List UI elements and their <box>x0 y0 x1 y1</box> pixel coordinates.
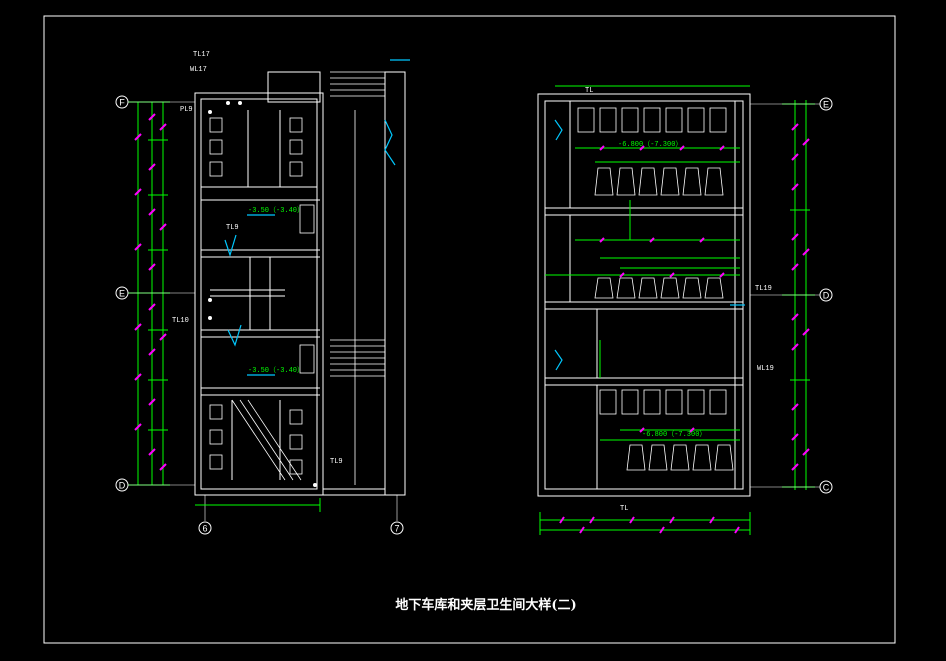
right-magenta-ticks <box>599 145 725 433</box>
left-bottom-dimension <box>195 498 321 512</box>
svg-text:7: 7 <box>394 524 399 534</box>
right-cyan-accents <box>554 119 745 371</box>
pipe-label-tl-bottom: TL <box>620 505 628 513</box>
left-grid-axes <box>128 101 398 521</box>
pipe-label-tl9-upper: TL9 <box>226 224 239 232</box>
svg-text:D: D <box>823 291 830 301</box>
drawing-frame <box>43 15 896 644</box>
left-stair-diagonals <box>231 399 302 481</box>
left-plan: F E D 6 7 <box>115 51 410 535</box>
left-outer-walls <box>194 71 406 496</box>
svg-text:C: C <box>823 483 830 493</box>
right-bottom-ticks <box>559 516 740 534</box>
left-stair-treads <box>330 71 406 485</box>
right-stall-row-3 <box>594 277 724 299</box>
pipe-label-tl-top: TL <box>585 87 593 95</box>
grid-bubble-D-left: D <box>115 478 129 492</box>
grid-bubble-E-left: E <box>115 286 129 300</box>
svg-text:D: D <box>119 481 126 491</box>
svg-text:E: E <box>823 100 829 110</box>
right-bottom-dimension <box>539 512 751 535</box>
right-dimension-ticks <box>791 123 810 471</box>
svg-text:F: F <box>119 98 125 108</box>
drawing-title: 地下车库和夹层卫生间大样(二) <box>395 597 576 613</box>
right-stall-row-2 <box>594 167 724 196</box>
level-label-left-upper: -3.50（-3.40） <box>248 206 304 215</box>
right-stall-row-5 <box>626 444 734 471</box>
pipe-label-pl9: PL9 <box>180 106 193 114</box>
svg-text:E: E <box>119 289 125 299</box>
right-outer-walls <box>537 93 751 497</box>
right-stall-row-1 <box>577 107 727 133</box>
level-label-right-lower: -6.800（-7.300） <box>642 430 706 439</box>
grid-bubble-E-right: E <box>819 97 833 111</box>
level-label-right-upper: -6.800（-7.300） <box>618 140 682 149</box>
left-dimension-chain <box>128 101 170 486</box>
pipe-label-tl17: TL17 <box>193 51 210 59</box>
grid-bubble-6: 6 <box>198 521 212 535</box>
right-grid-axes <box>750 103 820 488</box>
grid-bubble-F-left: F <box>115 95 129 109</box>
left-cyan-accents <box>224 59 410 376</box>
left-dimension-ticks <box>134 113 167 471</box>
grid-bubble-C-right: C <box>819 480 833 494</box>
pipe-label-tl9-lower: TL9 <box>330 458 343 466</box>
left-toilet-stalls <box>209 117 315 475</box>
left-partitions <box>201 110 320 480</box>
level-label-left-lower: -3.50（-3.40） <box>248 366 304 375</box>
pipe-label-wl17: WL17 <box>190 66 207 74</box>
grid-bubble-D-right: D <box>819 288 833 302</box>
right-green-lines <box>545 147 740 441</box>
grid-bubble-7: 7 <box>390 521 404 535</box>
pipe-label-wl19: WL19 <box>757 365 774 373</box>
svg-text:6: 6 <box>202 524 207 534</box>
right-plan: E D C TL TL19 WL19 TL <box>537 85 833 535</box>
left-pipe-symbols <box>208 101 317 487</box>
pipe-label-tl10: TL10 <box>172 317 189 325</box>
pipe-label-tl19: TL19 <box>755 285 772 293</box>
right-stall-row-4 <box>599 389 727 415</box>
